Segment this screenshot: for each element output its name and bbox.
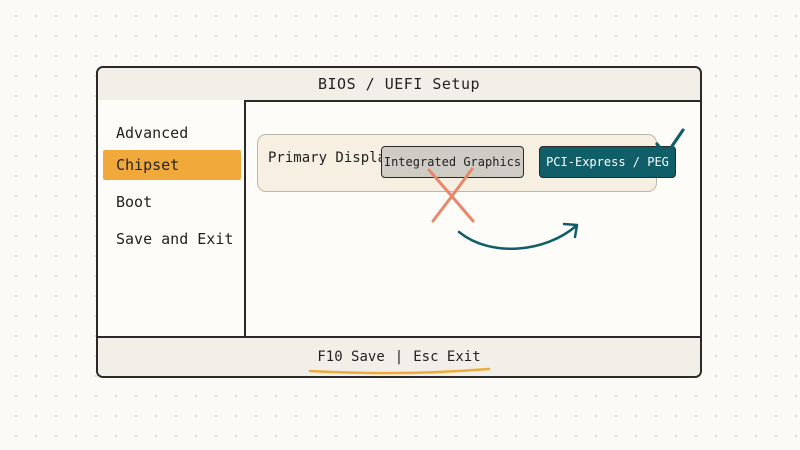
option-integrated-graphics[interactable]: Integrated Graphics <box>381 146 524 178</box>
sidebar-item-chipset[interactable]: Chipset <box>103 150 241 180</box>
sidebar-menu: Advanced Chipset Boot Save and Exit <box>98 100 246 338</box>
key-hint-separator: | <box>394 349 404 365</box>
curved-arrow-icon <box>457 222 579 250</box>
bios-window: BIOS / UEFI Setup Advanced Chipset Boot … <box>96 66 702 378</box>
sidebar-item-label: Save and Exit <box>116 230 234 248</box>
option-label: Integrated Graphics <box>383 155 522 169</box>
setting-label: Primary Display <box>268 150 395 166</box>
window-title: BIOS / UEFI Setup <box>317 75 481 93</box>
exit-key-hint[interactable]: Esc Exit <box>413 349 481 365</box>
primary-display-setting: Primary Display Integrated Graphics PCI-… <box>257 134 676 192</box>
main-panel: Primary Display Integrated Graphics PCI-… <box>246 100 700 338</box>
option-label: PCI-Express / PEG <box>546 155 669 169</box>
sidebar-item-label: Chipset <box>116 156 180 174</box>
sidebar-item-boot[interactable]: Boot <box>103 187 241 217</box>
title-bar: BIOS / UEFI Setup <box>98 68 700 102</box>
sidebar-item-label: Boot <box>116 193 153 211</box>
save-key-hint[interactable]: F10 Save <box>317 349 385 365</box>
footer-bar: F10 Save | Esc Exit <box>98 336 700 376</box>
option-pci-express-peg[interactable]: PCI-Express / PEG <box>539 146 676 178</box>
sidebar-item-label: Advanced <box>116 124 189 142</box>
sidebar-item-save-and-exit[interactable]: Save and Exit <box>103 224 241 254</box>
sidebar-item-advanced[interactable]: Advanced <box>103 118 241 148</box>
